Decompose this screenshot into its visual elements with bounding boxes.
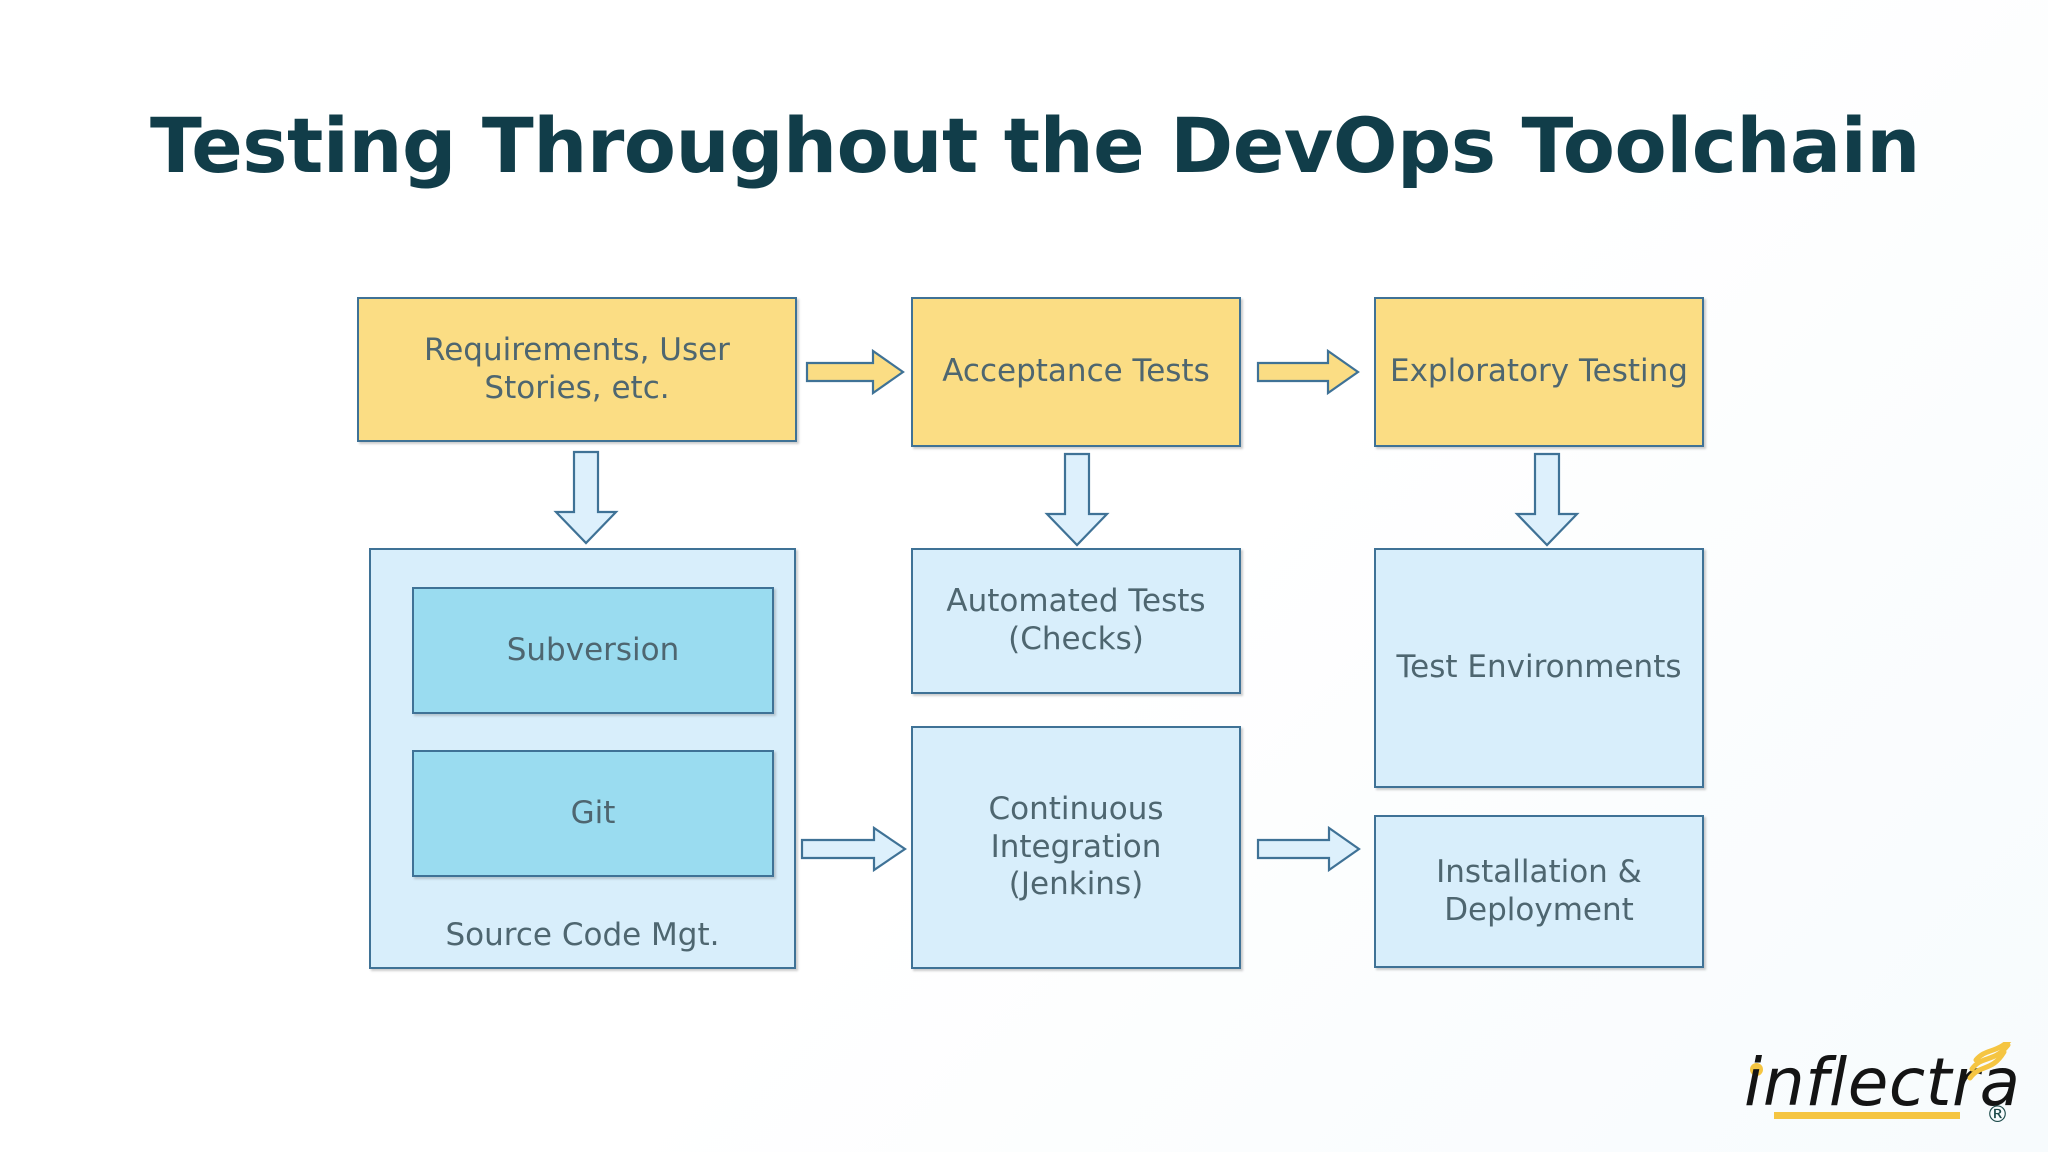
logo-underline <box>1774 1112 1960 1119</box>
flow-node-label: Subversion <box>506 631 680 668</box>
flow-node-label: Git <box>570 794 616 831</box>
flow-node-git[interactable]: Git <box>412 750 774 877</box>
flow-node-label: Requirements, User Stories, etc. <box>424 331 730 406</box>
logo-wordmark: inflectra <box>1744 1044 2021 1121</box>
flow-node-test-environments[interactable]: Test Environments <box>1374 548 1704 788</box>
registered-trademark-icon: ® <box>1986 1102 2009 1128</box>
flow-node-requirements[interactable]: Requirements, User Stories, etc. <box>357 297 797 442</box>
flow-node-label: Installation & Deployment <box>1436 853 1642 928</box>
flow-node-installation-deployment[interactable]: Installation & Deployment <box>1374 815 1704 968</box>
connector-acceptance-to-exploratory <box>1256 348 1360 396</box>
flow-node-label: Automated Tests (Checks) <box>946 583 1206 657</box>
flow-node-subversion[interactable]: Subversion <box>412 587 774 714</box>
connector-ci-to-deployment <box>1256 825 1362 873</box>
inflectra-logo: inflectra ® <box>1740 1035 2021 1136</box>
flow-node-automated-tests[interactable]: Automated Tests (Checks) <box>911 548 1241 694</box>
flow-node-continuous-integration[interactable]: Continuous Integration (Jenkins) <box>911 726 1241 969</box>
connector-scm-to-ci <box>800 825 908 873</box>
flow-node-label: Exploratory Testing <box>1390 353 1688 390</box>
flow-group-caption: Source Code Mgt. <box>445 917 720 953</box>
flow-node-exploratory-testing[interactable]: Exploratory Testing <box>1374 297 1704 447</box>
flow-group-source-code-mgt[interactable]: Subversion Git Source Code Mgt. <box>369 548 796 969</box>
connector-req-to-acceptance <box>805 348 905 396</box>
connector-acceptance-to-automated <box>1043 452 1111 547</box>
flow-node-acceptance-tests[interactable]: Acceptance Tests <box>911 297 1241 447</box>
logo-dot-icon <box>1750 1063 1763 1076</box>
flow-node-label: Acceptance Tests <box>942 353 1210 390</box>
connector-req-to-scm <box>552 450 620 545</box>
connector-exploratory-to-testenv <box>1513 452 1581 547</box>
flow-node-label: Continuous Integration (Jenkins) <box>988 790 1164 903</box>
flow-node-label: Test Environments <box>1396 649 1682 686</box>
page-title: Testing Throughout the DevOps Toolchain <box>150 101 1920 190</box>
logo-waves-icon <box>1964 1035 2020 1088</box>
